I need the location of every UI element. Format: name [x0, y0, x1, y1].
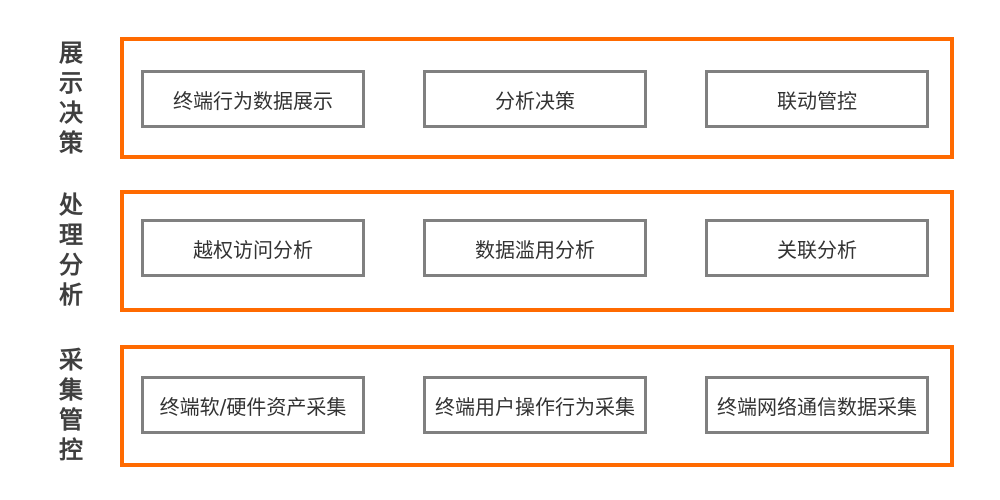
box-network-data-collection: 终端网络通信数据采集: [705, 376, 929, 434]
layer-label-collection: 采集管控: [59, 346, 83, 464]
box-data-abuse-analysis: 数据滥用分析: [423, 219, 647, 277]
box-analysis-decision: 分析决策: [423, 70, 647, 128]
layer-display-decision: [120, 37, 954, 159]
layer-label-display: 展示决策: [59, 39, 83, 157]
box-unauthorized-access-analysis: 越权访问分析: [141, 219, 365, 277]
box-linked-control: 联动管控: [705, 70, 929, 128]
layer-label-processing: 处理分析: [59, 191, 83, 309]
box-terminal-behavior-display: 终端行为数据展示: [141, 70, 365, 128]
layer-collection-control: [120, 345, 954, 467]
box-asset-collection: 终端软/硬件资产采集: [141, 376, 365, 434]
box-user-operation-collection: 终端用户操作行为采集: [423, 376, 647, 434]
box-correlation-analysis: 关联分析: [705, 219, 929, 277]
layer-processing-analysis: [120, 190, 954, 312]
